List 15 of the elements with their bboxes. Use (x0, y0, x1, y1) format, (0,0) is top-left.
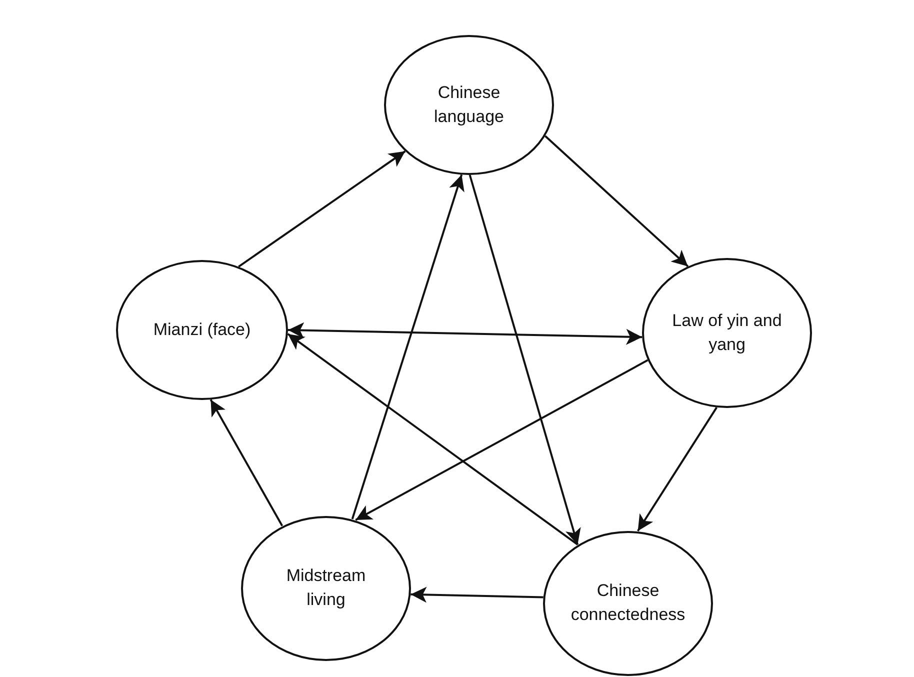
arrow (544, 135, 689, 268)
arrow (468, 174, 581, 545)
concept-label: Mianzi (face) (153, 319, 251, 341)
concept-label: Law of yin and yang (671, 310, 783, 356)
arrow (210, 399, 284, 526)
arrow (410, 586, 544, 603)
arrow (351, 174, 464, 520)
arrow (288, 322, 642, 345)
arrow (287, 333, 578, 546)
concept-label: Chinese language (433, 82, 505, 128)
arrow (636, 406, 718, 532)
concept-label: Midstream living (285, 565, 367, 611)
arrow (355, 359, 648, 521)
concept-label: Chinese connectedness (570, 580, 686, 626)
arrow (238, 150, 406, 268)
